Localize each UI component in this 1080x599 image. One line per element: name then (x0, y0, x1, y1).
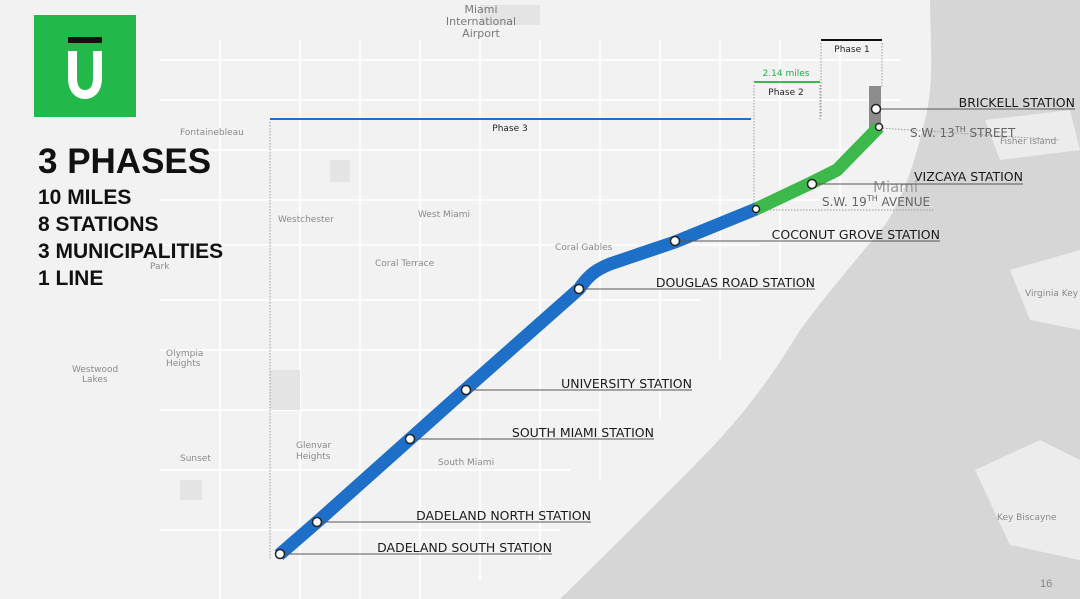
page-number: 16 (1040, 578, 1053, 590)
station-label-douglas-road[interactable]: DOUGLAS ROAD STATION (656, 275, 815, 290)
phase1-label: Phase 1 (834, 45, 869, 55)
stat-stations: 8 STATIONS (38, 213, 159, 236)
station-marker-university[interactable] (460, 384, 472, 396)
station-label-south-miami[interactable]: SOUTH MIAMI STATION (512, 425, 654, 440)
place-westchester: Westchester (278, 215, 334, 225)
faint-blocks (180, 5, 540, 500)
station-label-coconut-grove[interactable]: COCONUT GROVE STATION (772, 227, 940, 242)
street-label-sw19: S.W. 19TH AVENUE (822, 194, 930, 209)
station-label-brickell[interactable]: BRICKELL STATION (959, 95, 1075, 110)
station-marker-coconut-grove[interactable] (669, 235, 681, 247)
key-biscayne-island (975, 440, 1080, 560)
place-west-miami: West Miami (418, 210, 470, 220)
place-fisher-island: Fisher Island (1000, 137, 1056, 147)
u-letter-icon (68, 37, 102, 99)
transit-u-logo (34, 15, 136, 117)
place-airport-line3: Airport (462, 27, 500, 40)
biscayne-bay (560, 0, 1080, 599)
place-westwood-line1: Westwood (72, 365, 118, 375)
stat-municipalities: 3 MUNICIPALITIES (38, 240, 224, 263)
phase2-length-label: 2.14 miles (763, 69, 810, 79)
station-marker-brickell[interactable] (870, 103, 882, 115)
place-key-biscayne: Key Biscayne (997, 513, 1057, 523)
station-marker-sw19 (751, 204, 761, 214)
fisher-island (985, 110, 1080, 160)
stats-headline: 3 PHASES (38, 142, 212, 181)
stat-miles: 10 MILES (38, 186, 132, 209)
station-marker-vizcaya[interactable] (806, 178, 818, 190)
place-labels: Miami International Airport Fontaineblea… (72, 3, 1079, 523)
sw13-dotted-line (879, 127, 1061, 141)
station-label-dadeland-north[interactable]: DADELAND NORTH STATION (416, 508, 591, 523)
place-airport-line2: International (446, 15, 516, 28)
street-label-sw13: S.W. 13TH STREET (910, 125, 1016, 140)
phase3-label: Phase 3 (492, 124, 527, 134)
station-marker-douglas-road[interactable] (573, 283, 585, 295)
station-leaders (280, 108, 1075, 555)
station-label-university[interactable]: UNIVERSITY STATION (561, 376, 692, 391)
station-label-dadeland-south[interactable]: DADELAND SOUTH STATION (377, 540, 552, 555)
route-line (274, 86, 884, 560)
station-label-vizcaya[interactable]: VIZCAYA STATION (914, 169, 1023, 184)
place-sunset: Sunset (180, 454, 211, 464)
stat-lines: 1 LINE (38, 267, 104, 290)
phase-brackets: Phase 3 2.14 miles Phase 2 Phase 1 (269, 39, 1061, 560)
station-marker-sw13 (874, 122, 884, 132)
station-marker-south-miami[interactable] (404, 433, 416, 445)
place-park: Park (150, 262, 170, 272)
station-marker-dadeland-north[interactable] (311, 516, 323, 528)
place-miami: Miami (873, 178, 918, 196)
phase2-segment (753, 122, 884, 215)
place-olympia-line1: Olympia (166, 349, 203, 359)
place-glenvar-line2: Heights (296, 452, 331, 462)
phase2-label: Phase 2 (768, 88, 803, 98)
virginia-key-island (1010, 250, 1080, 330)
place-virginia-key: Virginia Key (1025, 289, 1079, 299)
station-markers (274, 103, 884, 560)
place-airport-line1: Miami (464, 3, 497, 16)
place-olympia-line2: Heights (166, 359, 201, 369)
place-westwood-line2: Lakes (82, 375, 108, 385)
place-glenvar-line1: Glenvar (296, 441, 332, 451)
project-stats: 3 PHASES 10 MILES 8 STATIONS 3 MUNICIPAL… (38, 142, 223, 292)
station-marker-dadeland-south[interactable] (274, 548, 286, 560)
place-south-miami: South Miami (438, 458, 494, 468)
place-fontainebleau: Fontainebleau (180, 128, 244, 138)
phase3-segment (274, 202, 759, 560)
place-coral-terrace: Coral Terrace (375, 259, 435, 269)
station-labels: BRICKELL STATION VIZCAYA STATION COCONUT… (377, 95, 1075, 555)
place-coral-gables: Coral Gables (555, 243, 613, 253)
